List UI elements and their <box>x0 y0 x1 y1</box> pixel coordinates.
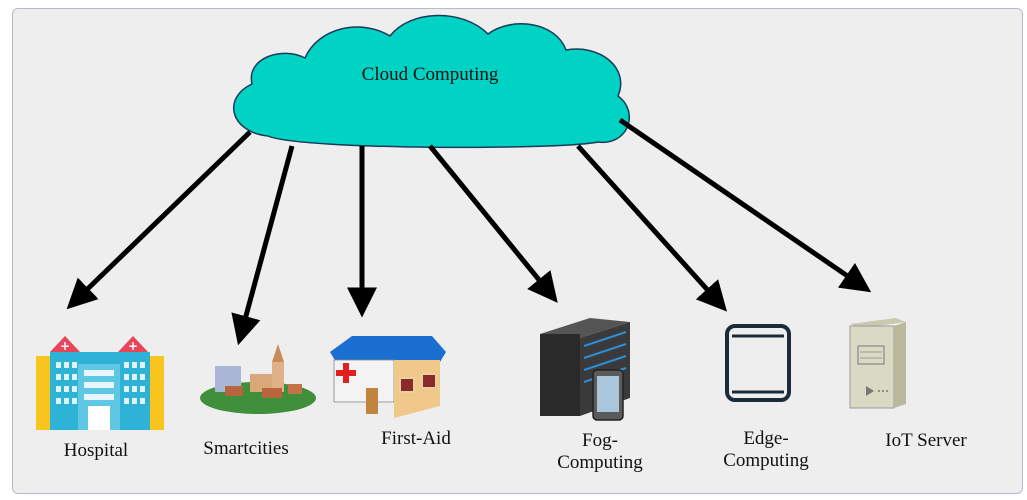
edge-computing-label-line2: Computing <box>723 450 809 471</box>
fog-computing-label: Fog- Computing <box>540 430 660 474</box>
cloud-computing-label: Cloud Computing <box>361 64 499 85</box>
arrow-smartcities <box>231 145 295 346</box>
hospital-icon: + + <box>36 336 164 430</box>
hospital-label: Hospital <box>63 440 129 461</box>
svg-text:+: + <box>128 339 138 353</box>
smartcities-icon <box>200 344 316 414</box>
first-aid-label: First-Aid <box>381 428 451 449</box>
arrow-edge <box>576 144 728 312</box>
fog-server-icon <box>540 318 630 421</box>
arrow-fog <box>428 144 558 303</box>
smartcities-label: Smartcities <box>203 438 289 459</box>
arrows <box>66 117 872 346</box>
first-aid-icon <box>330 336 446 418</box>
cloud-shape <box>233 14 630 149</box>
iot-server-label: IoT Server <box>885 430 967 451</box>
fog-computing-label-line2: Computing <box>557 452 643 473</box>
fog-computing-label-line1: Fog- <box>582 430 618 451</box>
arrow-iot <box>618 117 872 293</box>
arrow-hospital <box>66 130 252 310</box>
edge-tablet-icon <box>725 324 791 402</box>
edge-computing-label-line1: Edge- <box>743 428 789 449</box>
edge-computing-label: Edge- Computing <box>706 428 826 472</box>
svg-text:+: + <box>60 339 70 353</box>
iot-server-icon <box>849 318 906 409</box>
